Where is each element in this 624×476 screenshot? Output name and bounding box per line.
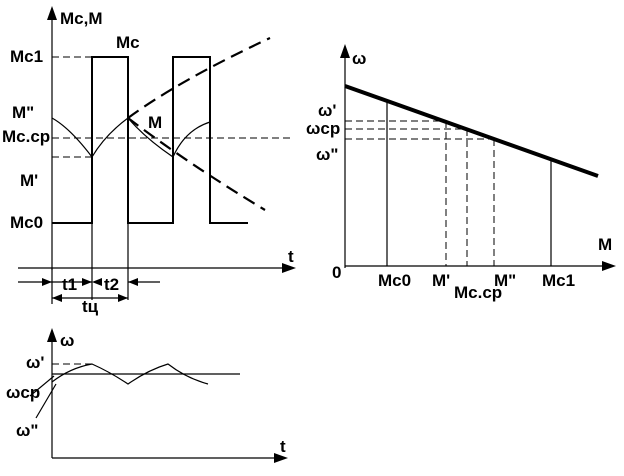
origin-label: 0 [332, 263, 341, 282]
m-max-label: M" [494, 271, 516, 290]
m-curve-label: M [148, 113, 162, 132]
m-min-label: M' [20, 171, 38, 190]
y-axis-arrow-icon [47, 6, 57, 20]
t1-label: t1 [62, 275, 77, 294]
tc-label: tц [82, 297, 99, 316]
omega-axis-arrow-icon [47, 328, 57, 342]
mechanical-characteristic-graph: ω ω' ωcp ω" 0 M Mc0 M' Mc.cp M" Mc1 [306, 44, 616, 302]
omega-min-pointer [35, 383, 57, 419]
omega-avg-label: ωcp [6, 383, 40, 402]
t-label: t [288, 247, 294, 266]
time-axis-arrow-icon [274, 453, 288, 463]
speed-time-graph: ω ω' ωcp ω" t [6, 328, 288, 463]
omega-cp-pointer [29, 375, 55, 397]
omega-max-label: ω' [318, 101, 336, 120]
rising-exponential-dashed [127, 37, 271, 119]
mc0-label: Mc0 [378, 271, 411, 290]
m-max-label: M" [12, 103, 34, 122]
tc-right-arrow-icon [118, 294, 128, 302]
t2-label: t2 [104, 275, 119, 294]
speed-torque-line [344, 84, 599, 178]
falling-exponential-dashed [127, 117, 266, 211]
omega-avg-label: ωcp [306, 119, 340, 138]
omega-axis-arrow-icon [340, 44, 350, 58]
t1-left-arrow-icon [42, 278, 52, 286]
mc1-label: Mc1 [542, 271, 575, 290]
x-axis-arrow-icon [282, 263, 296, 273]
omega-label: ω [60, 331, 74, 350]
m-min-label: M' [432, 271, 450, 290]
t2-right-arrow-icon [128, 278, 138, 286]
mc1-label: Mc1 [10, 47, 43, 66]
omega-label: ω [352, 49, 366, 68]
tc-left-arrow-icon [52, 294, 62, 302]
m-axis-arrow-icon [602, 261, 616, 271]
omega-min-label: ω" [16, 421, 38, 440]
mc-avg-label: Mc.cp [2, 127, 50, 146]
t2-left-arrow-icon [92, 278, 102, 286]
omega-min-label: ω" [316, 145, 338, 164]
omega-max-label: ω' [26, 353, 44, 372]
time-label: t [280, 437, 286, 456]
m-axis-label: M [598, 235, 612, 254]
mc-curve-label: Mc [116, 33, 140, 52]
y-axis-label: Mc,M [60, 9, 103, 28]
mc-avg-label: Mc.cp [454, 283, 502, 302]
speed-curve [51, 363, 209, 385]
mc-load-curve [52, 56, 248, 224]
torque-time-graph: Mc,M t Mc1 Mc0 Mc M M" Mc.cp M' t1 t2 tц [2, 6, 296, 316]
mc0-label: Mc0 [10, 213, 43, 232]
